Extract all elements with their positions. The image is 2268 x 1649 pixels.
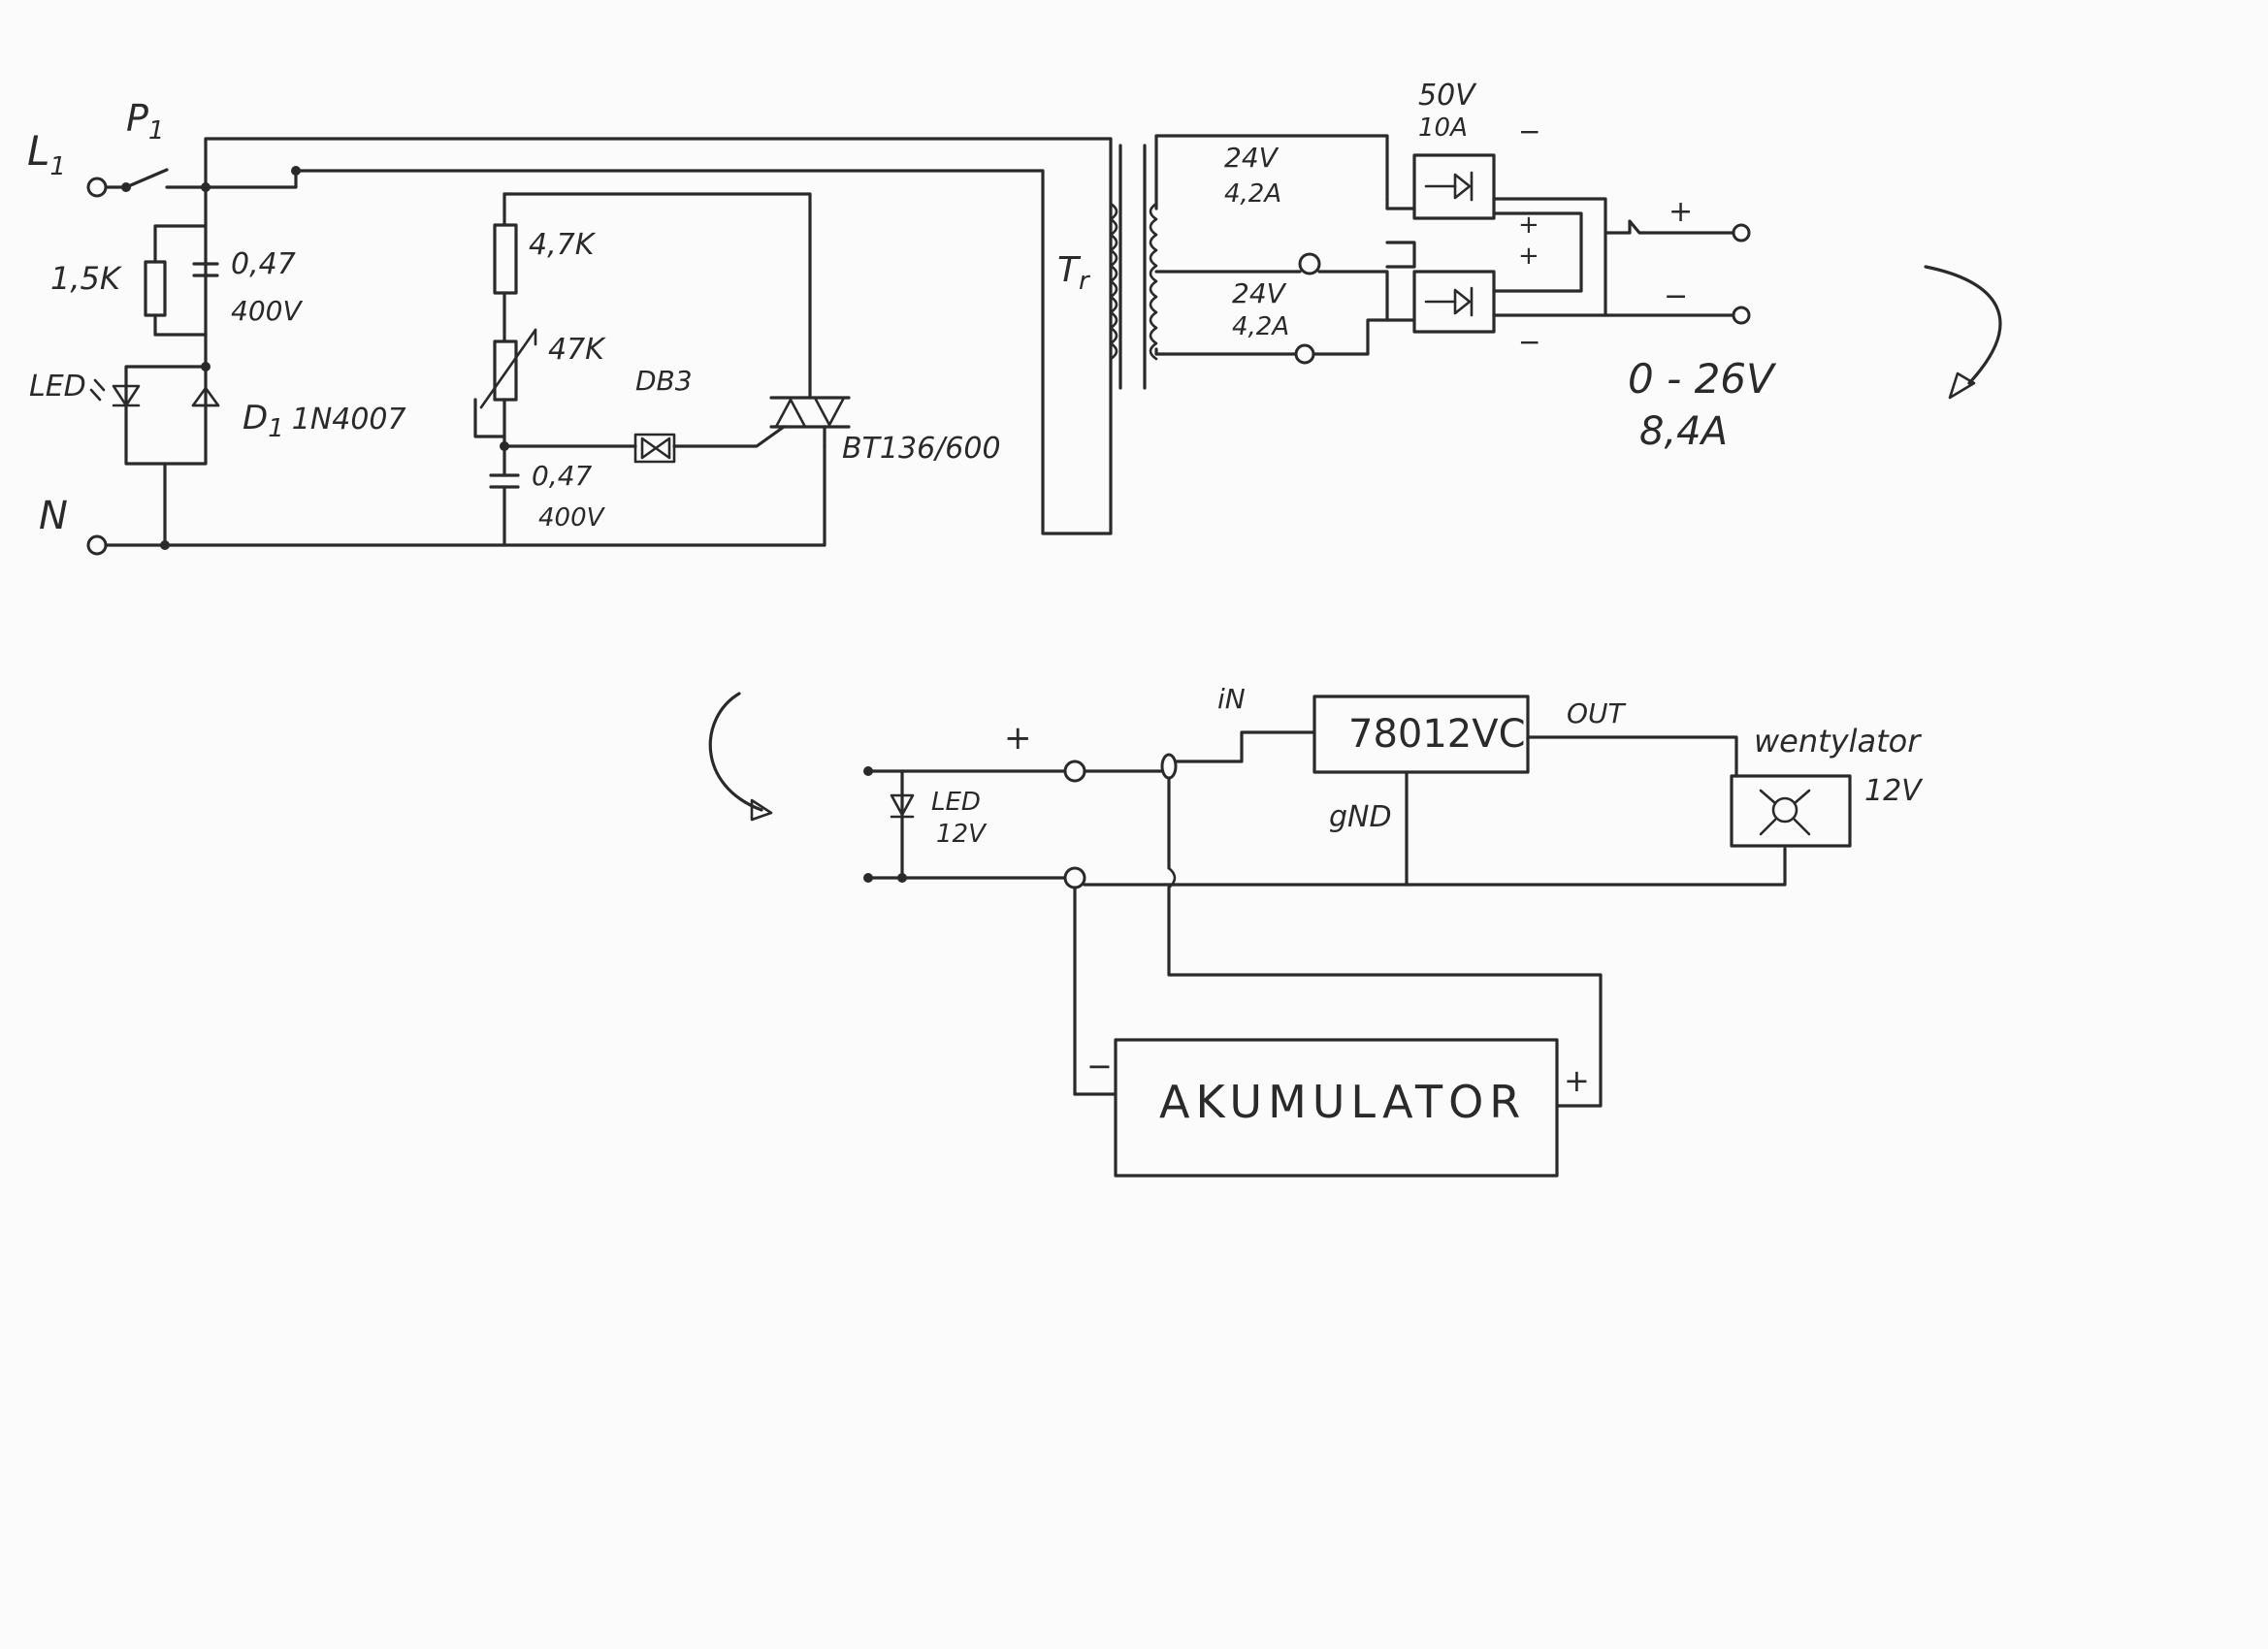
battery-plus-label: + [1564, 1062, 1590, 1099]
charger-led-voltage: 12V [936, 820, 988, 849]
diac-db3 [633, 433, 676, 464]
svg-text:L1: L1 [27, 127, 66, 181]
output-range: 0 - 26V [1628, 355, 1777, 403]
rectifier-top-minus: − [1518, 115, 1540, 147]
continuation-arrow-icon [1924, 265, 2002, 385]
rectifier-mid-plus-1: + [1518, 210, 1539, 240]
diode-part: 1N4007 [292, 403, 406, 436]
battery-label: AKUMULATOR [1159, 1076, 1526, 1128]
svg-text:Tr: Tr [1057, 250, 1091, 296]
charger-led-label: LED [931, 788, 981, 817]
continuation-arrow-2-icon [708, 692, 763, 812]
switch-p1 [124, 168, 169, 189]
n-terminal [86, 534, 108, 556]
winding-1-current: 4,2A [1224, 179, 1281, 209]
capacitor-1-value: 0,47 [231, 247, 296, 281]
l1-subscript: 1 [49, 152, 66, 181]
battery-minus-label: − [1086, 1048, 1113, 1084]
svg-text:P1: P1 [126, 97, 164, 146]
transformer [1109, 134, 1389, 390]
n-label: N [39, 494, 68, 538]
fan-icon [1771, 796, 1798, 824]
resistor-4-7k [493, 223, 518, 295]
fan [1730, 774, 1852, 848]
led-diode [112, 384, 141, 407]
regulator-output-label: OUT [1567, 697, 1627, 729]
winding-1-voltage: 24V [1224, 142, 1280, 174]
capacitor-2-value: 0,47 [532, 460, 593, 492]
switch-label: P [126, 97, 148, 140]
winding-2-current: 4,2A [1232, 312, 1289, 341]
output-plus-terminal [1732, 223, 1751, 242]
fan-voltage: 12V [1864, 774, 1924, 808]
secondary-winding [1149, 202, 1158, 361]
diac-label: DB3 [635, 365, 693, 397]
diode-subscript: 1 [268, 414, 284, 443]
resistor-1-5k [144, 260, 167, 317]
charger-led [890, 793, 915, 817]
primary-winding [1109, 202, 1118, 361]
charger-plus-label: + [1004, 719, 1032, 758]
rectifier-mid-plus-2: + [1518, 242, 1539, 271]
primary-circuit [86, 137, 1113, 556]
rectifier-current: 10A [1418, 113, 1468, 143]
capacitor-1-voltage: 400V [231, 295, 303, 327]
output-plus-label: + [1669, 195, 1693, 229]
capacitor-2-voltage: 400V [538, 503, 606, 533]
output-minus-terminal [1732, 306, 1751, 325]
rectifier-voltage: 50V [1418, 79, 1477, 113]
l1-terminal [86, 177, 108, 198]
rectifier-bottom [1412, 270, 1496, 334]
rectifier-top [1412, 153, 1496, 220]
triac-label: BT136/600 [842, 432, 1001, 466]
diode-label: D [243, 399, 268, 437]
potentiometer-label: 47K [548, 333, 606, 367]
output-minus-label: − [1664, 279, 1688, 313]
transformer-subscript: r [1079, 267, 1091, 296]
switch-subscript: 1 [148, 116, 165, 146]
winding-2-voltage: 24V [1232, 277, 1287, 309]
battery [1114, 1038, 1559, 1178]
potentiometer-47k [493, 340, 518, 402]
charger-circuit [708, 692, 1852, 1178]
output-current: 8,4A [1639, 409, 1728, 454]
rectifiers [1385, 153, 1751, 334]
resistor-1-label: 1,5K [50, 260, 123, 297]
resistor-2-label: 4,7K [529, 228, 597, 262]
led-label: LED [29, 370, 86, 404]
regulator-ground-label: gND [1329, 800, 1392, 834]
fan-label: wentylator [1754, 723, 1922, 760]
transformer-label: T [1057, 250, 1082, 290]
primary-bus [204, 137, 1113, 535]
l1-label: L [27, 127, 49, 175]
regulator-input-label: iN [1217, 683, 1246, 715]
rectifier-bottom-minus: − [1518, 326, 1540, 358]
regulator-label: 78012VC [1348, 712, 1526, 757]
regulator-78012 [1312, 695, 1530, 774]
